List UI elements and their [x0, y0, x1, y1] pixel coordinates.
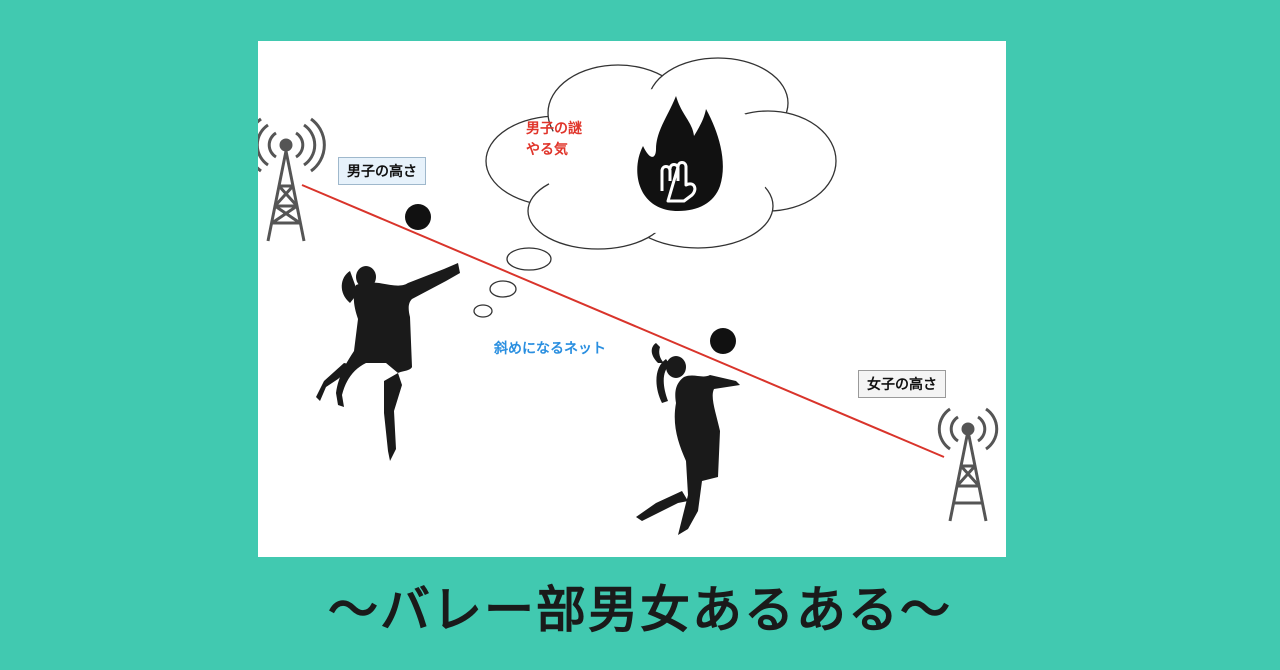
antenna-tower-icon: [258, 117, 326, 242]
thought-bubble-medium: [489, 280, 517, 298]
ball-icon: [405, 204, 431, 230]
scene-drawing: [258, 57, 999, 535]
thought-bubble-large: [506, 247, 552, 271]
illustration-panel: 男子の高さ 女子の高さ 男子の謎 やる気 斜めになるネット: [258, 41, 1006, 557]
thought-line-1: 男子の謎: [526, 121, 582, 137]
male-height-label: 男子の高さ: [338, 157, 426, 185]
slanted-net-line: [301, 184, 945, 458]
thought-text: 男子の謎 やる気: [526, 119, 582, 161]
page-title: 〜バレー部男女あるある〜: [328, 581, 952, 639]
thought-line-2: やる気: [526, 142, 568, 158]
antenna-tower-icon: [937, 407, 999, 522]
male-player-silhouette: [316, 263, 460, 461]
flame-fist-icon: [637, 96, 723, 211]
female-height-label: 女子の高さ: [858, 370, 946, 398]
thought-bubble-small: [473, 304, 493, 318]
female-player-silhouette: [636, 343, 740, 535]
ball-icon: [710, 328, 736, 354]
net-caption: 斜めになるネット: [494, 341, 606, 357]
